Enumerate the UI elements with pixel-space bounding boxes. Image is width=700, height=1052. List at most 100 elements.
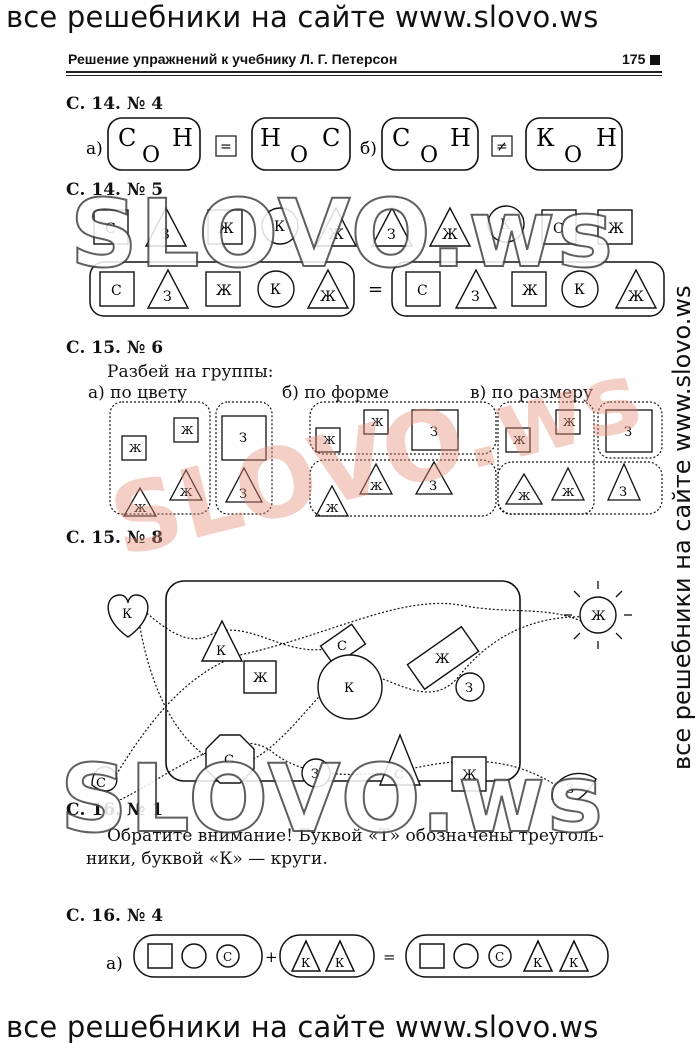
row1-square-c	[93, 209, 129, 245]
row1-letters: С З Ж К Ж З Ж К С Ж	[105, 217, 624, 243]
a-triangle-z	[224, 466, 264, 503]
octagon-c	[205, 734, 255, 784]
row2l-letter-1: С	[111, 283, 122, 299]
row2r-square-c	[405, 271, 441, 307]
eq-letter-k-4: К	[569, 956, 579, 970]
neq-box	[491, 135, 513, 157]
eq-triangle-k-4	[558, 939, 590, 972]
row1-triangle-z2	[370, 206, 414, 247]
size-group-3	[497, 461, 663, 515]
eq-letter-c-1: С	[223, 950, 232, 964]
c-l2: Ж	[563, 416, 576, 429]
sun-letter: Ж	[591, 609, 606, 624]
page-number: 175	[622, 51, 646, 67]
section-title-15-6: С. 15. № 6	[66, 338, 164, 358]
row1-triangle-z	[144, 206, 188, 247]
eq-square-2	[419, 943, 445, 969]
eq-letter-c-2: С	[495, 950, 504, 964]
b-l3: З	[430, 425, 438, 440]
a-l2: Ж	[181, 424, 194, 437]
row1-letter-9: С	[553, 221, 564, 237]
row2l-square-zh	[205, 271, 241, 307]
row2r-letter-1: С	[417, 283, 428, 299]
b-l2: Ж	[371, 416, 384, 429]
row1-circle-k2	[487, 205, 525, 243]
group-letters: Ж Ж Ж Ж З З Ж Ж З Ж З Ж Ж Ж З Ж З Ж	[129, 416, 632, 515]
c-l6: Ж	[518, 490, 531, 503]
note-line-2: ники, буквой «К» — круги.	[86, 849, 328, 869]
color-group-1	[109, 401, 211, 515]
group-right	[405, 934, 609, 978]
circle-k-letter: К	[344, 681, 354, 696]
box4-letter-2: О	[564, 143, 582, 168]
eq-letter-k-1: К	[301, 956, 311, 970]
box2-letter-3: С	[322, 124, 340, 152]
row2l-square-c	[99, 271, 135, 307]
path-1	[137, 604, 341, 651]
row2r-square-zh	[511, 271, 547, 307]
row1-square-c2	[541, 209, 577, 245]
c-l3: З	[624, 425, 632, 440]
row2r-triangle-zh	[614, 268, 658, 309]
row2l-triangle-zh	[306, 268, 350, 309]
eq-small-circle-c-1	[216, 944, 240, 968]
a-l6: З	[239, 487, 247, 502]
row1-triangle-zh	[314, 206, 358, 247]
group-by-color: а) по цвету	[88, 383, 188, 403]
row2r-triangle-z	[454, 268, 498, 309]
a-l4: Ж	[134, 502, 147, 515]
rect-zh-letter: Ж	[435, 652, 450, 667]
section-title-16-4: С. 16. № 4	[66, 906, 164, 926]
path-3	[109, 602, 586, 786]
eq-sign-16: =	[383, 948, 396, 966]
row2r-letter-5: Ж	[628, 289, 644, 305]
box4-letter-3: Н	[596, 124, 617, 152]
section-title-14-4: С. 14. № 4	[66, 94, 164, 114]
row2l-letter-4: К	[270, 282, 281, 298]
maze-frame	[165, 580, 521, 782]
row1-letter-5: Ж	[328, 227, 344, 243]
section-title-15-8: С. 15. № 8	[66, 528, 164, 548]
shape-group-1	[309, 401, 497, 455]
square-zh-1-letter: Ж	[253, 671, 268, 686]
c-triangle-zh-2	[504, 472, 544, 505]
letter-box-4	[525, 117, 623, 171]
row1-letter-8: К	[500, 217, 511, 233]
plus-spacer	[268, 951, 270, 953]
group-left	[133, 934, 263, 978]
circle-z-2	[301, 758, 331, 788]
b-triangle-z	[414, 460, 454, 495]
leaf-z-letter: З	[566, 782, 574, 797]
row2-shapes	[99, 268, 658, 309]
c-square-zh-1	[505, 427, 531, 453]
leaf-z	[551, 772, 597, 800]
c-square-zh-2	[555, 409, 581, 435]
figure-16-4: а) + = С К К С К К	[106, 934, 609, 978]
eq-letter-k-2: К	[335, 956, 345, 970]
b-square-z	[411, 409, 459, 451]
box2-letter-2: О	[290, 143, 308, 168]
eq-square-1	[147, 943, 173, 969]
triangle-c-letter: С	[394, 768, 404, 783]
eq-triangle-k-1	[290, 939, 322, 972]
row2r-letter-4: К	[574, 282, 585, 298]
color-group-2	[215, 401, 273, 515]
c-l5: З	[619, 485, 627, 500]
b-square-zh-1	[315, 427, 341, 453]
letter-box-3	[381, 117, 479, 171]
figure-15-8: К К С Ж Ж Ж К З С З С Ж С З	[91, 580, 632, 800]
row1-letter-6: З	[387, 227, 396, 243]
sun-rays	[564, 581, 632, 649]
section-title-16-1: С. 16. № 1	[66, 800, 164, 820]
plus-sign: +	[265, 948, 278, 966]
running-head: Решение упражнений к учебнику Л. Г. Пете…	[68, 51, 398, 67]
header-rule-thin	[66, 75, 662, 76]
b-l6: Ж	[326, 502, 339, 515]
equation-groups	[133, 934, 609, 978]
page-marker	[650, 55, 660, 65]
watermark-3: SLOVO.ws	[59, 744, 606, 855]
c-square-z	[605, 409, 653, 453]
b-l1: Ж	[323, 434, 336, 447]
box1-letter-1: С	[118, 124, 136, 152]
section-title-14-5: С. 14. № 5	[66, 180, 164, 200]
